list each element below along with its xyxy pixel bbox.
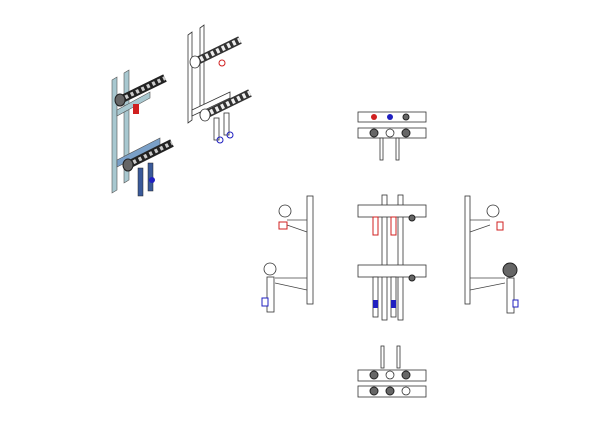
isometric-colored-view xyxy=(111,69,174,197)
right-view xyxy=(464,195,519,314)
top-view xyxy=(357,111,427,161)
isometric-outline-view xyxy=(187,24,252,144)
left-view xyxy=(261,195,314,313)
front-view xyxy=(357,194,427,321)
bottom-view xyxy=(357,345,427,398)
